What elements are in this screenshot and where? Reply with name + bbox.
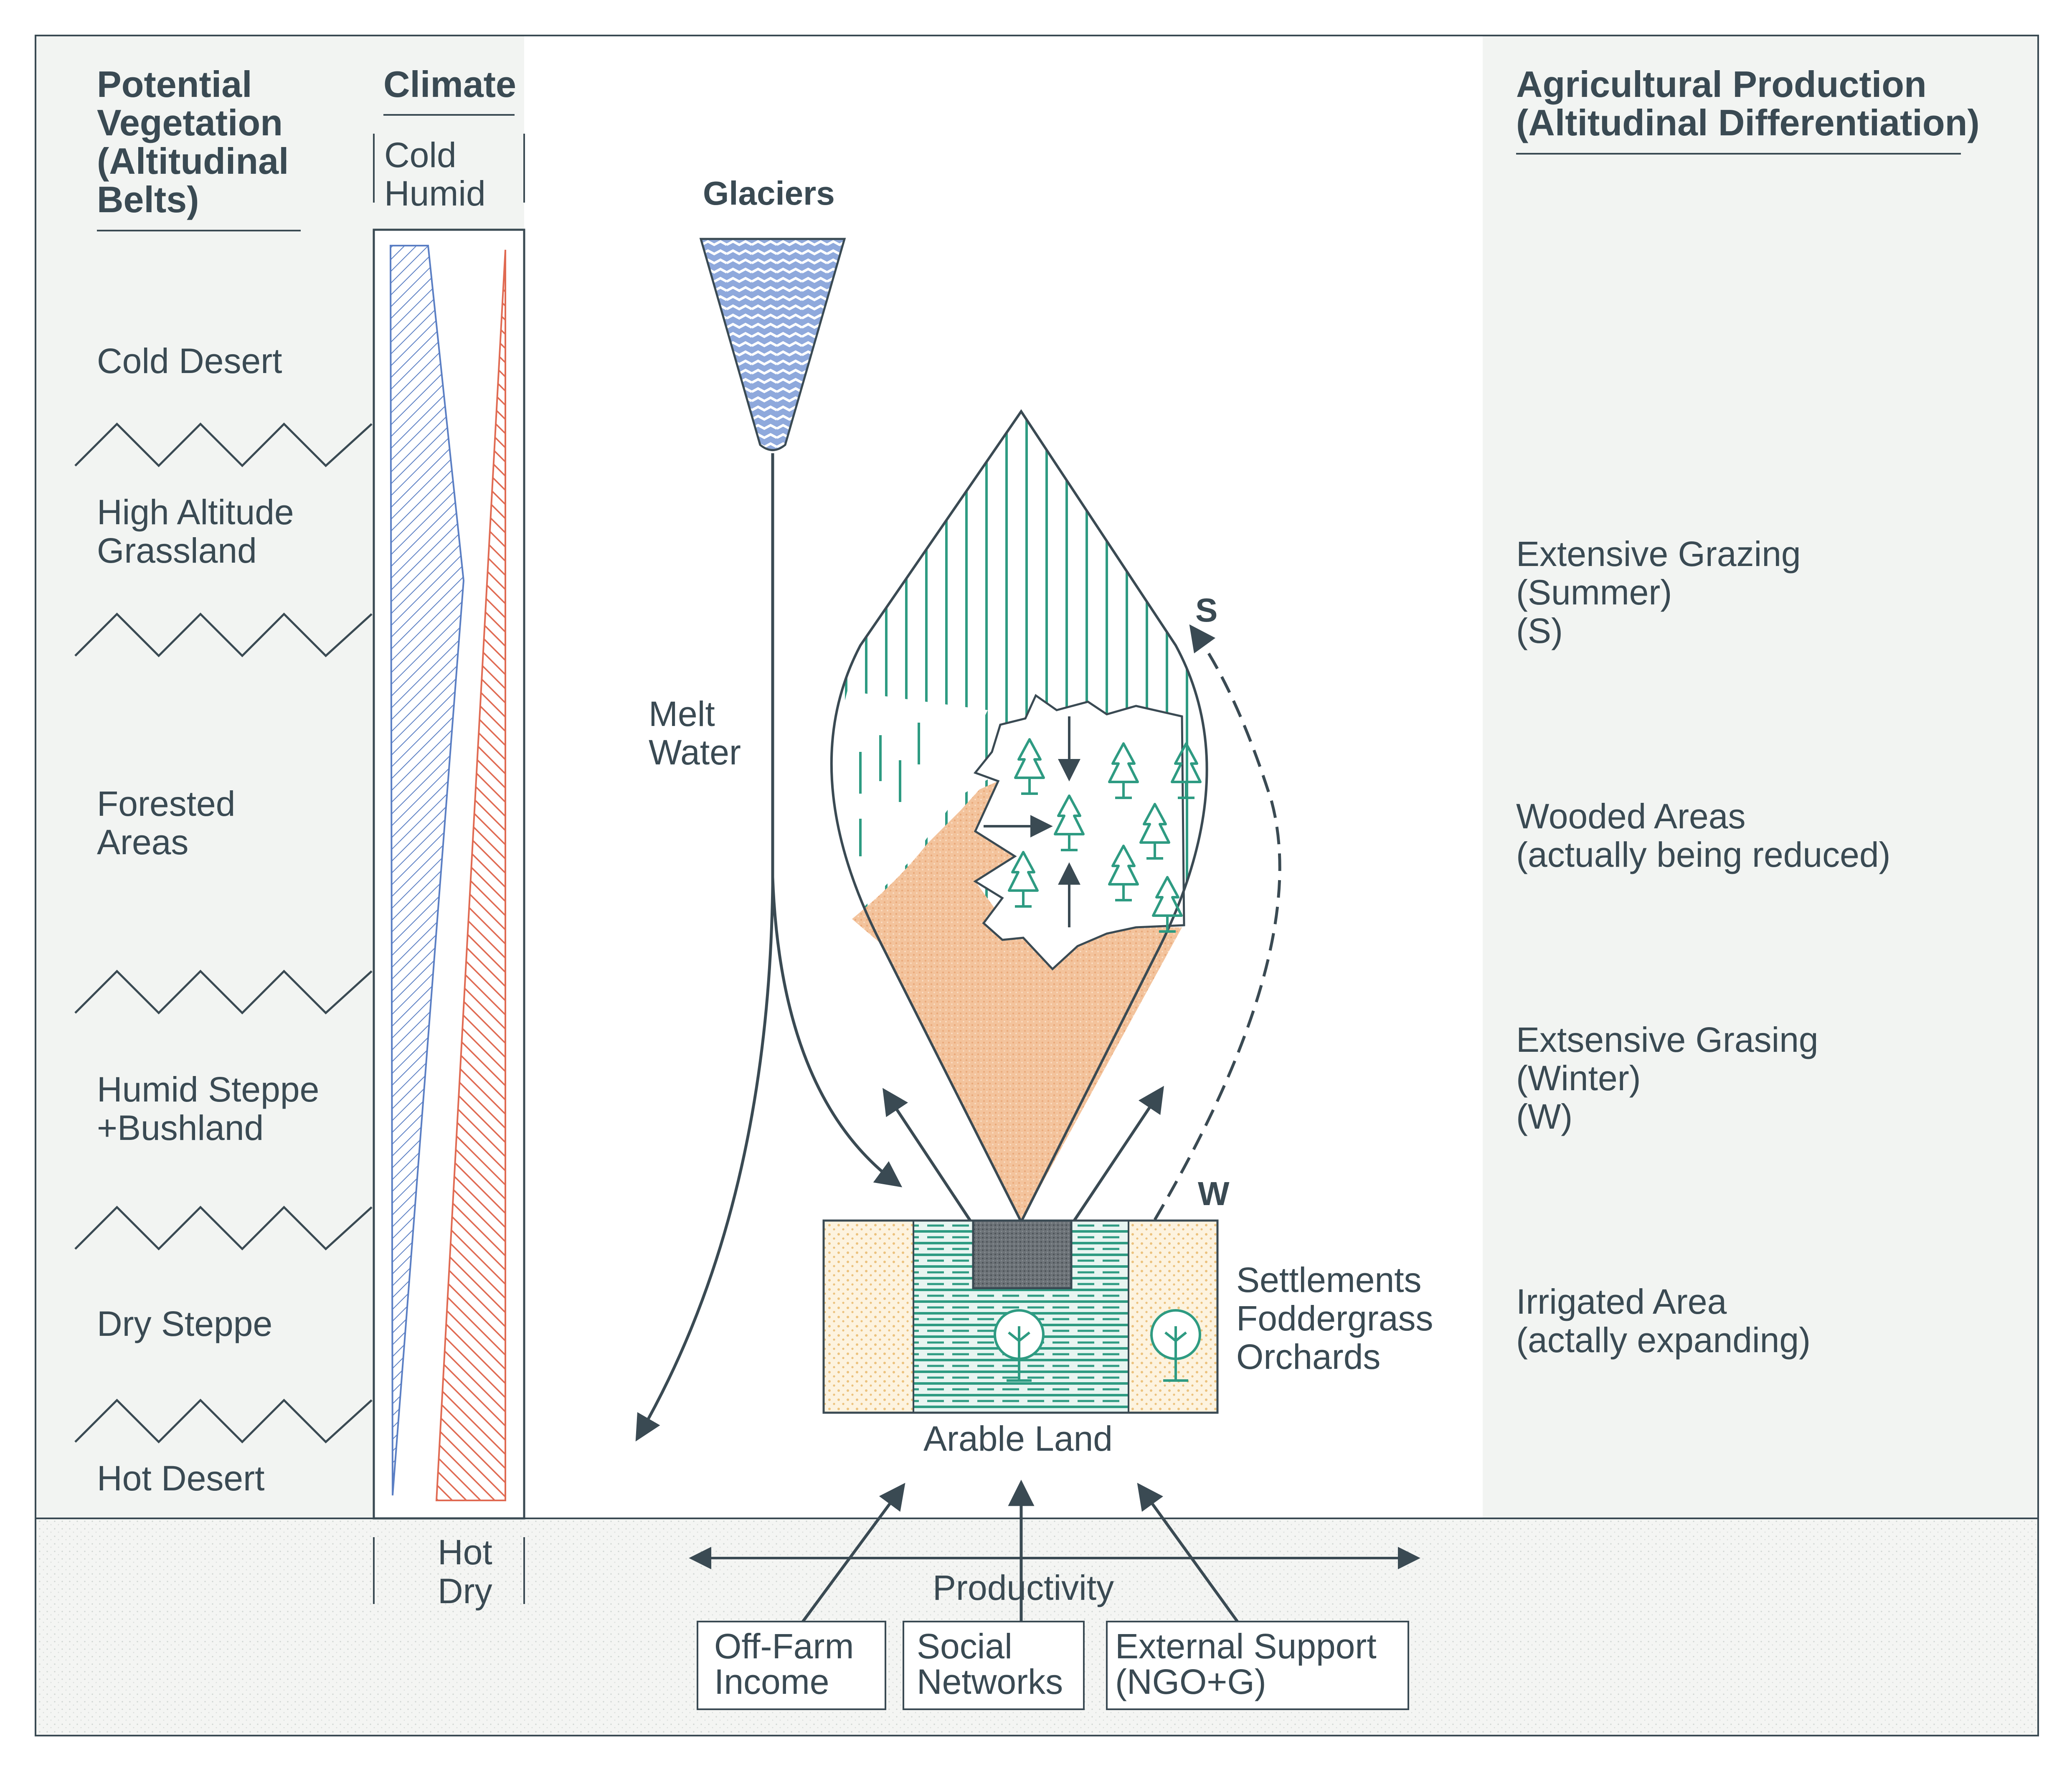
- svg-text:(Altitudinal Differentiation): (Altitudinal Differentiation): [1516, 102, 1980, 143]
- seasonal-migration-arrow: [1153, 624, 1281, 1221]
- production-wooded-areas: Wooded Areas (actually being reduced): [1516, 797, 1891, 874]
- svg-text:(actally expanding): (actally expanding): [1516, 1320, 1811, 1360]
- tree-icon: [1014, 738, 1045, 795]
- grazing-dashes: [859, 723, 920, 856]
- arrow-external-support: [1137, 1482, 1240, 1624]
- svg-text:(actually being reduced): (actually being reduced): [1516, 835, 1891, 874]
- orchard-tree-icon: [1150, 1309, 1201, 1382]
- svg-text:Melt: Melt: [649, 694, 715, 733]
- melt-water-branch: [771, 877, 903, 1188]
- svg-text:(Altitudinal: (Altitudinal: [97, 140, 289, 182]
- right-panel-bg: [1483, 36, 2038, 1518]
- arable-land-label: Arable Land: [923, 1419, 1113, 1458]
- winter-marker: W: [1198, 1175, 1230, 1212]
- social-networks-box: Social Networks: [903, 1621, 1085, 1710]
- svg-text:Agricultural Production: Agricultural Production: [1516, 63, 1927, 105]
- belt-boundary-1: [74, 422, 373, 467]
- production-winter-grazing: Extsensive Grasing (Winter) (W): [1516, 1020, 1818, 1136]
- belt-hot-desert: Hot Desert: [97, 1459, 264, 1498]
- svg-text:External Support: External Support: [1115, 1627, 1377, 1666]
- production-summer-grazing: Extensive Grazing (Summer) (S): [1516, 534, 1801, 650]
- tree-icon: [1108, 845, 1139, 901]
- dry-wedge: [435, 249, 506, 1501]
- belt-humid-steppe: Humid Steppe +Bushland: [97, 1070, 319, 1147]
- svg-text:+Bushland: +Bushland: [97, 1108, 264, 1147]
- belt-boundary-5: [74, 1398, 373, 1444]
- svg-text:(NGO+G): (NGO+G): [1115, 1662, 1266, 1701]
- glacier-shape: [699, 238, 846, 451]
- outer-frame: [35, 35, 2039, 1736]
- humid-wedge: [389, 245, 465, 1496]
- svg-text:Foddergrass: Foddergrass: [1236, 1299, 1433, 1338]
- svg-text:Off-Farm: Off-Farm: [714, 1627, 854, 1666]
- svg-text:Potential: Potential: [97, 63, 252, 105]
- settlements-label: Settlements Foddergrass Orchards: [1236, 1260, 1433, 1376]
- svg-text:Income: Income: [714, 1662, 829, 1701]
- productivity-label: Productivity: [933, 1568, 1114, 1607]
- grazing-fade: [829, 689, 992, 919]
- svg-text:Networks: Networks: [917, 1662, 1063, 1701]
- svg-text:Irrigated Area: Irrigated Area: [1516, 1282, 1727, 1321]
- svg-text:Settlements: Settlements: [1236, 1260, 1422, 1299]
- svg-text:High Altitude: High Altitude: [97, 492, 294, 532]
- arrow-off-farm-income: [801, 1482, 905, 1624]
- agricultural-encroachment: [852, 781, 1182, 1222]
- orchard-tree-icon: [994, 1309, 1045, 1382]
- melt-water-label: Melt Water: [649, 694, 741, 772]
- orchard-trees: [994, 1309, 1201, 1382]
- belt-boundary-4: [74, 1206, 373, 1251]
- svg-text:(Winter): (Winter): [1516, 1058, 1641, 1098]
- external-support-box: External Support (NGO+G): [1106, 1621, 1409, 1710]
- arrow-to-right-slope: [1072, 1086, 1164, 1223]
- svg-text:Grassland: Grassland: [97, 531, 257, 570]
- climate-top-label: Cold Humid: [384, 135, 486, 213]
- belt-high-altitude-grassland: High Altitude Grassland: [97, 492, 294, 570]
- svg-text:(S): (S): [1516, 611, 1563, 650]
- right-panel-title: Agricultural Production (Altitudinal Dif…: [1516, 63, 1980, 143]
- svg-text:Belts): Belts): [97, 179, 199, 220]
- belt-boundary-2: [74, 612, 373, 657]
- belt-dry-steppe: Dry Steppe: [97, 1304, 272, 1343]
- svg-text:Extsensive Grasing: Extsensive Grasing: [1516, 1020, 1818, 1059]
- production-irrigated-area: Irrigated Area (actally expanding): [1516, 1282, 1811, 1360]
- belt-cold-desert: Cold Desert: [97, 341, 282, 381]
- svg-text:Water: Water: [649, 733, 741, 772]
- svg-text:(Summer): (Summer): [1516, 573, 1672, 612]
- summer-marker: S: [1195, 591, 1217, 629]
- svg-text:Humid Steppe: Humid Steppe: [97, 1070, 319, 1109]
- tree-icon: [1108, 742, 1139, 799]
- svg-text:(W): (W): [1516, 1097, 1572, 1136]
- svg-text:Dry: Dry: [438, 1571, 492, 1611]
- tree-icon: [1139, 803, 1170, 860]
- climate-bottom-label: Hot Dry: [438, 1533, 492, 1611]
- belt-boundary-3: [74, 970, 373, 1015]
- climate-title: Climate: [383, 63, 516, 105]
- svg-text:Hot: Hot: [438, 1533, 492, 1572]
- svg-text:Vegetation: Vegetation: [97, 102, 283, 143]
- tree-icon: [1152, 876, 1183, 933]
- left-panel-title: Potential Vegetation (Altitudinal Belts): [97, 63, 289, 220]
- svg-text:Extensive Grazing: Extensive Grazing: [1516, 534, 1801, 574]
- forest-trees: [1008, 738, 1202, 933]
- belt-forested-areas: Forested Areas: [97, 784, 236, 862]
- svg-text:Areas: Areas: [97, 822, 188, 862]
- settlement-core: [972, 1219, 1073, 1289]
- off-farm-income-box: Off-Farm Income: [697, 1621, 886, 1710]
- svg-text:Forested: Forested: [97, 784, 236, 823]
- svg-text:Humid: Humid: [384, 174, 486, 213]
- svg-text:Wooded Areas: Wooded Areas: [1516, 797, 1746, 836]
- glaciers-label: Glaciers: [703, 175, 835, 212]
- svg-text:Social: Social: [917, 1627, 1012, 1666]
- svg-text:Cold: Cold: [384, 135, 456, 175]
- tree-icon: [1054, 794, 1085, 851]
- melt-water-flow: [635, 453, 774, 1442]
- svg-text:Orchards: Orchards: [1236, 1337, 1380, 1376]
- tree-icon: [1008, 851, 1039, 908]
- tree-icon: [1171, 742, 1202, 799]
- arrow-to-left-slope: [883, 1088, 972, 1223]
